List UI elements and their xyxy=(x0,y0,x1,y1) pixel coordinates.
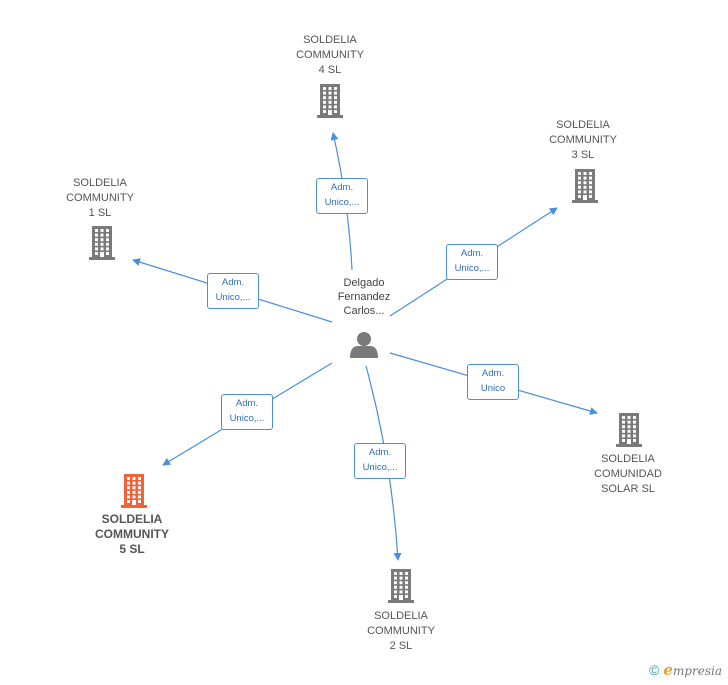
person-icon xyxy=(350,332,378,358)
edge-label-solar[interactable]: Adm. Unico xyxy=(467,364,519,400)
building-icon-c4 xyxy=(317,84,343,118)
company-node-solar[interactable]: SOLDELIA COMUNIDAD SOLAR SL xyxy=(594,452,662,495)
edge-label-c4[interactable]: Adm. Unico,... xyxy=(316,178,368,214)
company-node-c3[interactable]: SOLDELIA COMMUNITY 3 SL xyxy=(549,118,617,161)
edge-label-c5[interactable]: Adm. Unico,... xyxy=(221,394,273,430)
center-person-label[interactable]: Delgado Fernandez Carlos... xyxy=(337,277,391,317)
brand-logo: empresia xyxy=(663,661,722,679)
edge-label-c2[interactable]: Adm. Unico,... xyxy=(354,443,406,479)
company-node-c2[interactable]: SOLDELIA COMMUNITY 2 SL xyxy=(367,609,435,652)
footer-brand: ©empresia xyxy=(649,661,722,679)
company-node-c5[interactable]: SOLDELIA COMMUNITY 5 SL xyxy=(95,511,169,556)
building-icon-c1 xyxy=(89,226,115,260)
building-icon-c3 xyxy=(572,169,598,203)
building-icon-c5 xyxy=(121,474,147,508)
edge-label-c1[interactable]: Adm. Unico,... xyxy=(207,273,259,309)
company-node-c1[interactable]: SOLDELIA COMMUNITY 1 SL xyxy=(66,176,134,219)
edge-label-c3[interactable]: Adm. Unico,... xyxy=(446,244,498,280)
company-node-c4[interactable]: SOLDELIA COMMUNITY 4 SL xyxy=(296,33,364,76)
building-icon-solar xyxy=(616,413,642,447)
building-icon-c2 xyxy=(388,569,414,603)
copyright-symbol: © xyxy=(649,662,660,678)
